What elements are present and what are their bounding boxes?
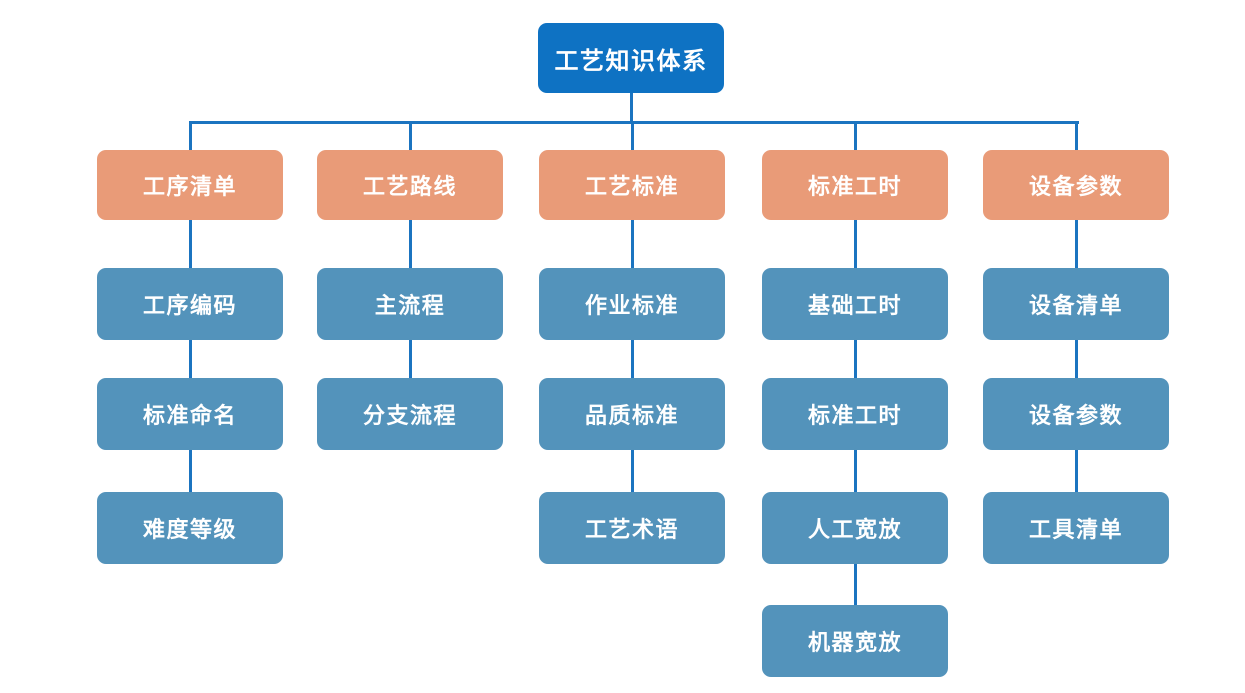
node-tool-list: 工具清单 — [983, 492, 1169, 564]
node-process-standard: 工艺标准 — [539, 150, 725, 220]
node-standard-naming: 标准命名 — [97, 378, 283, 450]
node-machine-allowance: 机器宽放 — [762, 605, 948, 677]
node-process-terminology: 工艺术语 — [539, 492, 725, 564]
connector-spine-standard-hours — [854, 121, 857, 625]
node-standard-hours-detail: 标准工时 — [762, 378, 948, 450]
connector-spine-process-route — [409, 121, 412, 398]
node-equipment-list: 设备清单 — [983, 268, 1169, 340]
node-process-knowledge-system: 工艺知识体系 — [538, 23, 724, 93]
node-branch-flow: 分支流程 — [317, 378, 503, 450]
node-process-list: 工序清单 — [97, 150, 283, 220]
node-equipment-params: 设备参数 — [983, 150, 1169, 220]
node-operation-standard: 作业标准 — [539, 268, 725, 340]
node-equipment-params-detail: 设备参数 — [983, 378, 1169, 450]
node-difficulty-level: 难度等级 — [97, 492, 283, 564]
node-process-route: 工艺路线 — [317, 150, 503, 220]
node-manual-allowance: 人工宽放 — [762, 492, 948, 564]
node-basic-hours: 基础工时 — [762, 268, 948, 340]
node-standard-hours: 标准工时 — [762, 150, 948, 220]
connector-horizontal-rail — [189, 121, 1079, 124]
node-quality-standard: 品质标准 — [539, 378, 725, 450]
node-main-flow: 主流程 — [317, 268, 503, 340]
connector-root-stem — [630, 92, 633, 124]
node-process-code: 工序编码 — [97, 268, 283, 340]
